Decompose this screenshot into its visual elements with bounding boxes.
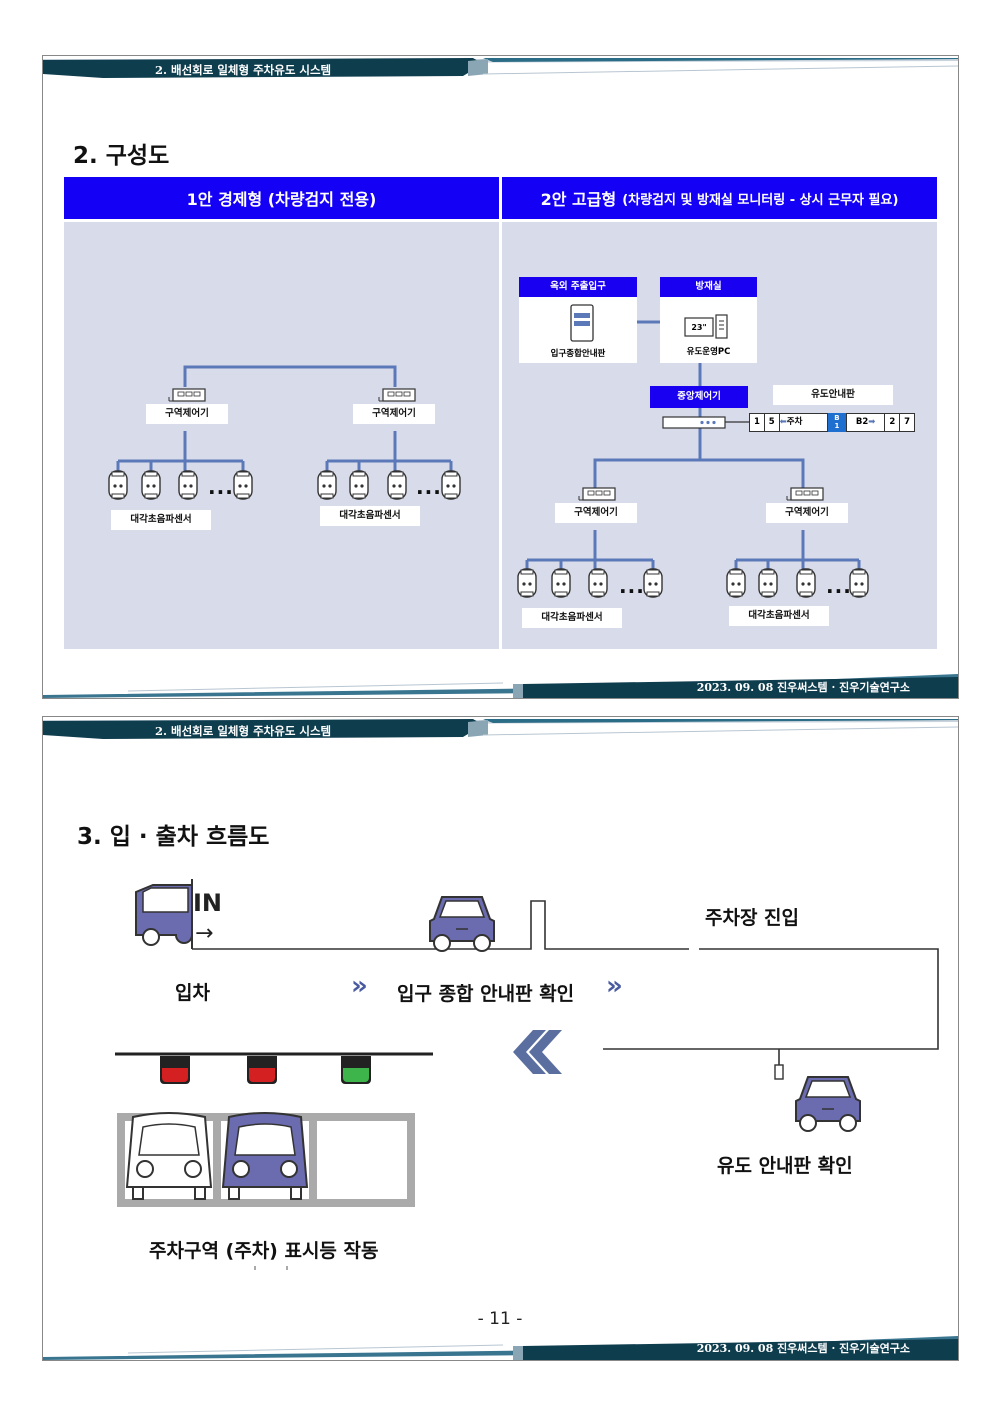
sensor-label: 대각초음파센서 <box>729 606 829 626</box>
board-park-cell: ⬅주차 <box>779 413 829 432</box>
guide-pc-label: 유도운영PC <box>686 347 731 357</box>
slide-flowchart: 2. 배선회로 일체형 주차유도 시스템 3. 입 · 출차 흐름도 <box>42 716 959 1361</box>
entry-car-icon <box>135 879 197 949</box>
board-b2-cell: B2➡ <box>845 413 886 432</box>
in-label: IN <box>193 889 223 917</box>
board-cell-3: 2 <box>885 413 901 432</box>
footer-text: 2023. 09. 08 진우써스템 · 진우기술연구소 <box>696 681 910 694</box>
b1-top: B <box>834 414 840 422</box>
sensor-ellipsis: ... <box>416 475 442 499</box>
kiosk-icon <box>570 304 594 342</box>
board-b2-text: B2 <box>855 417 869 427</box>
header-title: 2. 배선회로 일체형 주차유도 시스템 <box>155 724 332 738</box>
back-chevron-icon <box>513 1030 562 1074</box>
plan2-title: 2안 고급형 (차량검지 및 방재실 모니터링 - 상시 근무자 필요) <box>502 177 937 219</box>
plan1-panel <box>64 222 499 649</box>
zone-controller-label: 구역제어기 <box>146 404 228 424</box>
step-board-check-label: 입구 종합 안내판 확인 <box>397 983 575 1005</box>
chevron-right-icon: » <box>351 971 368 1001</box>
sensor-label: 대각초음파센서 <box>320 506 420 526</box>
zone-controller-label: 구역제어기 <box>766 503 848 523</box>
indicator-lamp <box>160 1056 190 1084</box>
header-title: 2. 배선회로 일체형 주차유도 시스템 <box>155 63 332 77</box>
sensor-ellipsis: ... <box>826 574 852 598</box>
section-title: 3. 입 · 출차 흐름도 <box>77 824 270 850</box>
plan2-title-main: 2안 고급형 <box>540 190 617 209</box>
zone-controller-label: 구역제어기 <box>555 503 637 523</box>
right-arrow-icon: ➡ <box>868 417 876 427</box>
monitor-size: 23" <box>691 323 707 332</box>
plan2-title-sub: (차량검지 및 방재실 모니터링 - 상시 근무자 필요) <box>622 192 899 208</box>
entrance-board-label: 입구종합안내판 <box>550 349 606 359</box>
indicator-light <box>343 1068 369 1082</box>
central-controller-label: 중앙제어기 <box>650 386 748 408</box>
sensor-ellipsis: ... <box>619 574 645 598</box>
zone-controller-label: 구역제어기 <box>353 404 435 424</box>
b1-bottom: 1 <box>834 422 840 430</box>
configuration-diagram <box>108 320 869 598</box>
guide-board-check-label: 유도 안내판 확인 <box>717 1155 853 1177</box>
flow-diagram <box>115 879 939 1270</box>
indicator-lamp <box>341 1056 371 1084</box>
indicator-light <box>162 1068 188 1082</box>
footer-banner <box>43 674 958 698</box>
sensor-label: 대각초음파센서 <box>111 510 211 530</box>
indicator-action-label: 주차구역 (주차) 표시등 작동 <box>149 1240 379 1262</box>
disaster-room-title: 방재실 <box>660 277 757 297</box>
outdoor-entrance-box: 옥외 주출입구 입구종합안내판 <box>519 277 637 363</box>
section-title: 2. 구성도 <box>73 143 170 169</box>
board-cell-4: 7 <box>900 413 916 432</box>
indicator-lamp <box>247 1056 277 1084</box>
footer-banner <box>43 1336 958 1360</box>
sensor-label: 대각초음파센서 <box>522 608 622 628</box>
disaster-room-box: 방재실 23" 유도운영PC <box>660 277 757 363</box>
in-arrow-icon: → <box>195 921 214 946</box>
guide-board-label: 유도안내판 <box>773 385 893 405</box>
pc-icon <box>684 314 728 339</box>
board-cell-1: 1 <box>749 413 765 432</box>
footer-text: 2023. 09. 08 진우써스템 · 진우기술연구소 <box>696 1342 910 1355</box>
enter-parking-label: 주차장 진입 <box>705 907 800 929</box>
slide-configuration: 2. 배선회로 일체형 주차유도 시스템 2. 구성도 1안 경제형 (차량검지… <box>42 55 959 699</box>
step-entry-label: 입차 <box>175 982 210 1004</box>
header-banner <box>43 58 958 78</box>
plan1-title: 1안 경제형 (차량검지 전용) <box>64 177 499 219</box>
page-number: - 11 - <box>477 1309 523 1329</box>
sensor-ellipsis: ... <box>208 475 234 499</box>
board-cell-2: 5 <box>764 413 780 432</box>
indicator-light <box>249 1068 275 1082</box>
header-banner <box>43 719 958 739</box>
chevron-right-icon: » <box>606 971 623 1001</box>
outdoor-entrance-title: 옥외 주출입구 <box>519 277 637 297</box>
left-arrow-icon: ⬅ <box>779 417 787 427</box>
board-park-text: 주차 <box>786 417 803 427</box>
